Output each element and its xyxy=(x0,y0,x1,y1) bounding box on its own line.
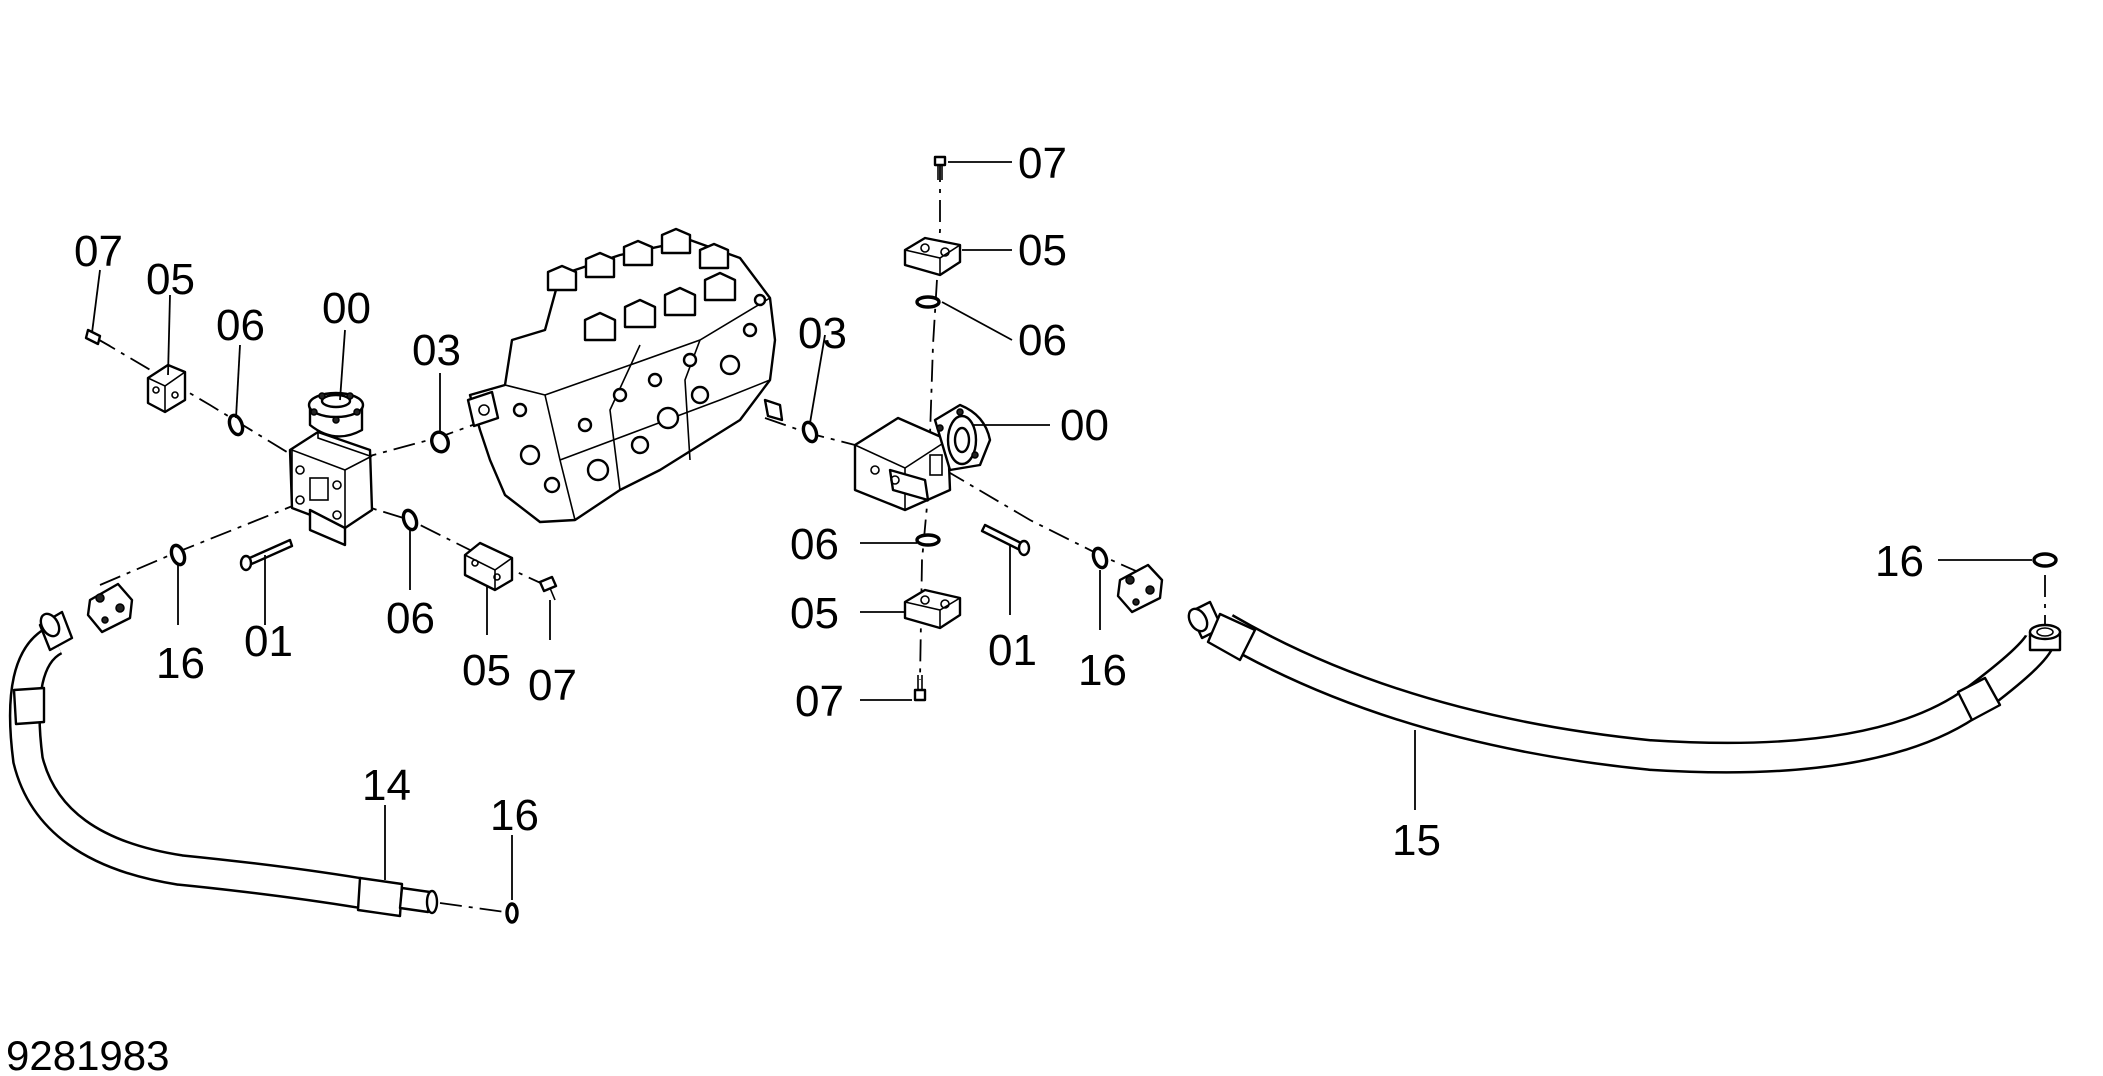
callout-15: 15 xyxy=(1392,816,1441,865)
callout-05-left-lower: 05 xyxy=(462,646,511,695)
callout-07-left-lower: 07 xyxy=(528,661,577,710)
callout-16-hose-14: 16 xyxy=(490,791,539,840)
left-swivel-adapter xyxy=(288,391,374,547)
callout-05-right-upper: 05 xyxy=(1018,226,1067,275)
callout-00-right: 00 xyxy=(1060,401,1109,450)
callout-03-right: 03 xyxy=(798,309,847,358)
split-flanges xyxy=(86,563,1164,634)
callout-16-left: 16 xyxy=(156,639,205,688)
flange-block-left-upper xyxy=(146,363,187,414)
callout-07-right-lower: 07 xyxy=(795,677,844,726)
callout-03-left: 03 xyxy=(412,326,461,375)
callout-06-right-lower: 06 xyxy=(790,520,839,569)
bolts xyxy=(84,155,1031,702)
callout-05-right-lower: 05 xyxy=(790,589,839,638)
callout-07-right-upper: 07 xyxy=(1018,139,1067,188)
leader-lines xyxy=(91,161,2032,900)
o-rings xyxy=(169,295,2058,924)
callout-06-left-lower: 06 xyxy=(386,594,435,643)
right-swivel-adapter xyxy=(853,403,992,512)
callout-06-left-upper: 06 xyxy=(216,301,265,350)
hose-15 xyxy=(1187,600,2062,774)
callout-07-left-upper: 07 xyxy=(74,227,123,276)
flange-block-right-upper xyxy=(903,236,962,277)
flange-block-right-lower xyxy=(903,588,962,630)
hose-14 xyxy=(8,610,439,918)
callout-14: 14 xyxy=(362,761,411,810)
main-control-valve xyxy=(466,227,784,524)
drawing-number: 9281983 xyxy=(6,1032,170,1076)
flange-block-left-lower xyxy=(463,541,514,592)
callout-01-left: 01 xyxy=(244,617,293,666)
callout-labels: 07 05 06 00 03 16 01 06 05 07 14 16 03 0… xyxy=(74,139,1924,865)
callout-01-right: 01 xyxy=(988,626,1037,675)
callout-16-hose-15: 16 xyxy=(1875,537,1924,586)
callout-00-left: 00 xyxy=(322,284,371,333)
callout-06-right-upper: 06 xyxy=(1018,316,1067,365)
callout-16-right: 16 xyxy=(1078,646,1127,695)
callout-05-left-upper: 05 xyxy=(146,255,195,304)
